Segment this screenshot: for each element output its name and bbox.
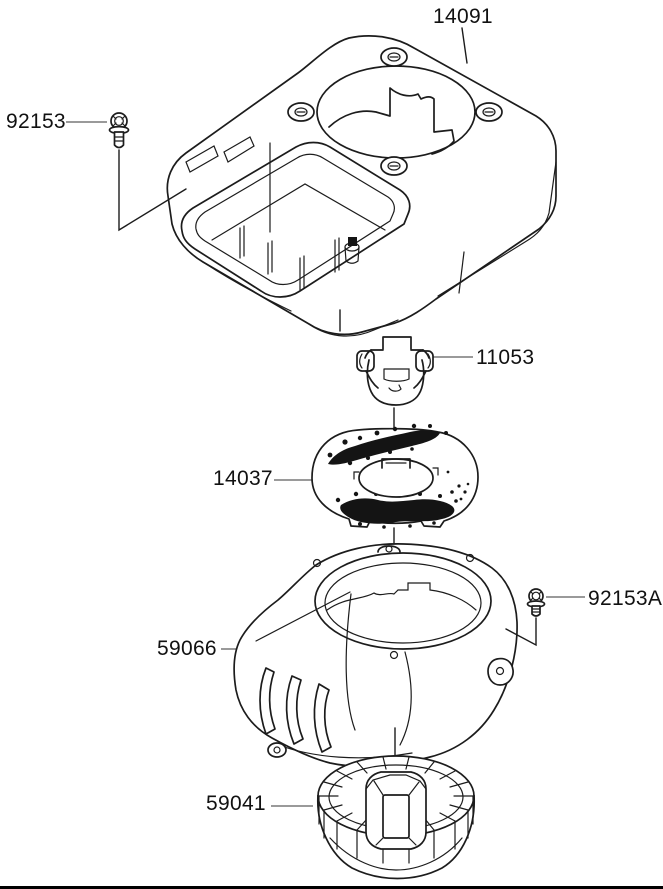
part-label-14091: 14091 (433, 5, 493, 28)
leader-line-14091 (461, 27, 468, 64)
part-label-11053: 11053 (476, 346, 535, 369)
bolt-92153a-drawing (505, 588, 585, 647)
screen-plate-drawing (274, 423, 479, 529)
part-label-59041: 59041 (206, 792, 266, 815)
cooling-fan-drawing (271, 755, 475, 880)
starter-coupling-drawing (356, 336, 473, 406)
bolt-92153-drawing (66, 112, 187, 232)
part-label-92153: 92153 (6, 110, 66, 133)
page-bottom-border (0, 886, 663, 889)
part-label-14037: 14037 (213, 467, 273, 490)
part-label-59066: 59066 (157, 637, 217, 660)
fan-housing-drawing (221, 543, 518, 768)
part-label-92153A: 92153A (588, 587, 663, 610)
engine-cover-drawing (166, 35, 557, 337)
